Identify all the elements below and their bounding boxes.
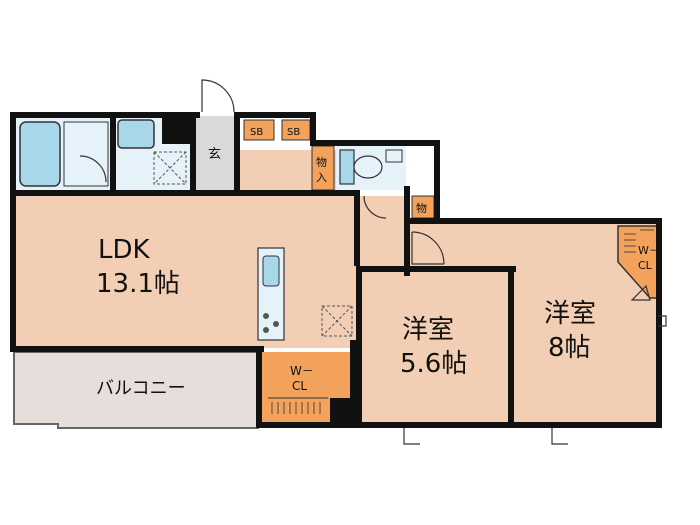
wcl-2-line2: CL xyxy=(638,259,653,272)
sb-2-label: SB xyxy=(287,127,300,138)
kitchen-sink xyxy=(262,255,280,287)
walls xyxy=(10,112,662,428)
bath-step xyxy=(63,121,109,187)
toilet xyxy=(339,149,355,185)
storage-1-line1: 物 xyxy=(316,155,327,169)
room1-name: 洋室 xyxy=(402,315,454,345)
sb-1-box xyxy=(243,119,275,141)
wash-basin xyxy=(117,119,155,149)
room1-size: 5.6帖 xyxy=(400,349,467,379)
storage-2-label: 物 xyxy=(416,201,427,215)
stove-burner-2 xyxy=(273,321,279,327)
doors xyxy=(79,79,667,445)
storage-1-line2: 入 xyxy=(316,171,327,184)
washing-machine-pan xyxy=(153,151,187,185)
fridge-space xyxy=(321,305,353,337)
wcl-1-line1: W－ xyxy=(290,364,314,378)
balcony-label: バルコニー xyxy=(96,378,186,399)
ldk-name: LDK xyxy=(98,235,151,265)
wcl-1-line2: CL xyxy=(292,379,307,393)
sb-1-label: SB xyxy=(250,127,263,138)
entrance-label: 玄 xyxy=(208,147,221,162)
room2-name: 洋室 xyxy=(544,299,596,329)
wcl-2-box xyxy=(617,225,659,299)
hall-floor xyxy=(356,196,408,270)
room1-floor xyxy=(360,270,512,424)
stove-burner-3 xyxy=(263,327,269,333)
ldk-size: 13.1帖 xyxy=(96,269,180,299)
toilet-sink xyxy=(385,149,403,163)
room2-size: 8帖 xyxy=(548,333,591,363)
toilet-bowl xyxy=(353,155,383,179)
wcl-2-line1: W－ xyxy=(638,244,660,257)
bathtub xyxy=(19,121,61,187)
hall-floor-2 xyxy=(404,224,514,270)
entrance-area xyxy=(194,116,236,190)
ldk-floor xyxy=(14,196,358,348)
stove-burner-1 xyxy=(263,313,269,319)
